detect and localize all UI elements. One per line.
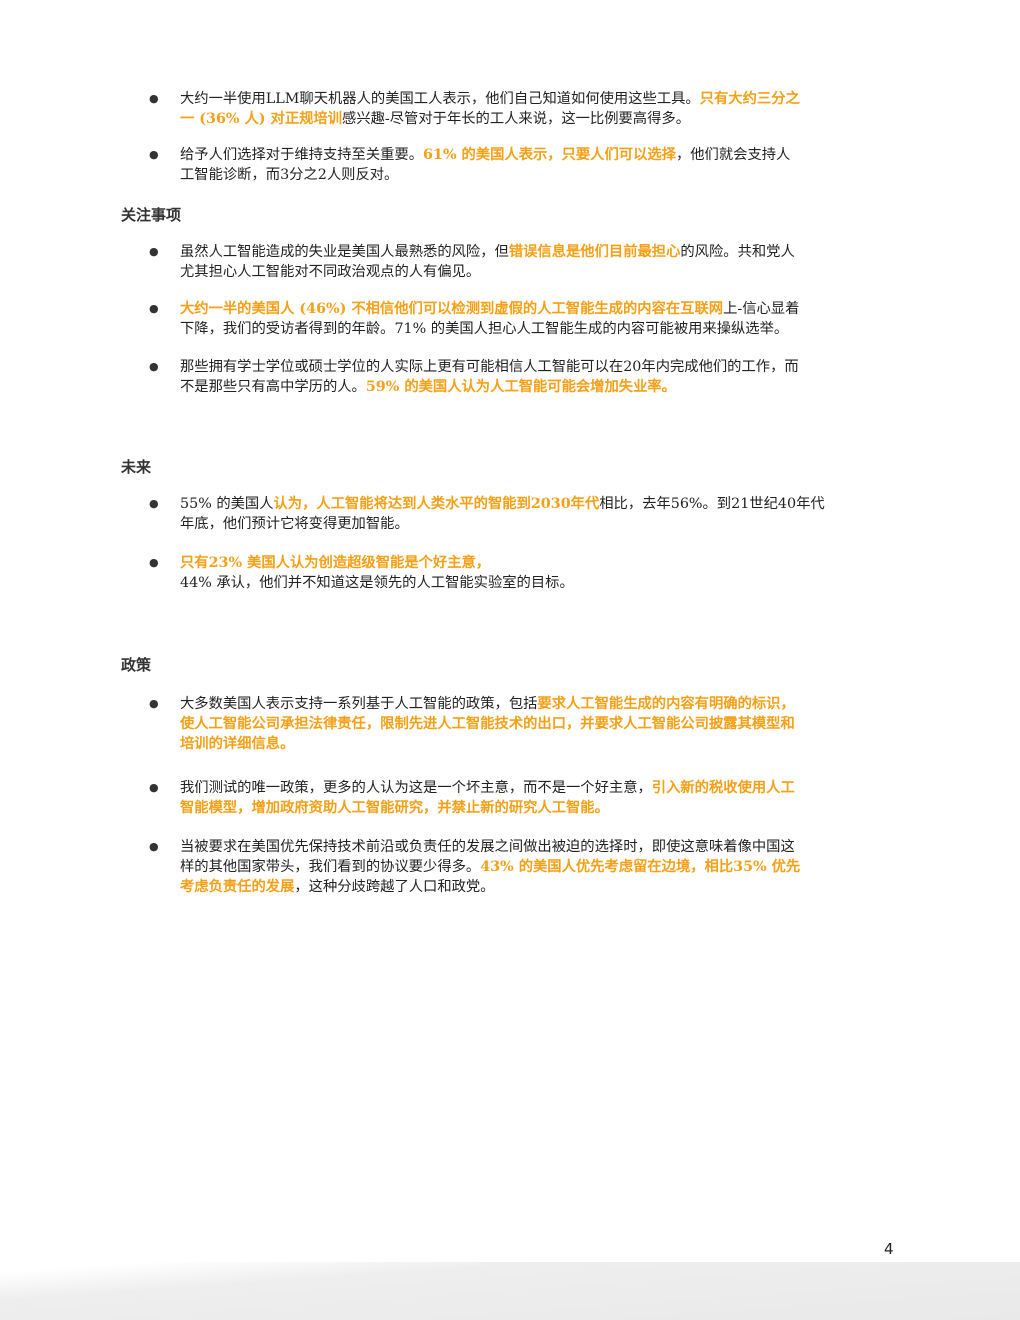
highlighted-text: 大约一半的美国人 (46%) 不相信他们可以检测到虚假的人工智能生成的内容在互联…: [180, 301, 724, 317]
text-line: 我们测试的唯一政策，更多的人认为这是一个坏主意，而不是一个好主意，引入新的税收使…: [180, 778, 902, 798]
body-text: 相比，去年56%。到21世纪40年代: [599, 496, 825, 512]
body-text: 我们测试的唯一政策，更多的人认为这是一个坏主意，而不是一个好主意，: [180, 780, 652, 796]
body-text: 尤其担心人工智能对不同政治观点的人有偏见。: [180, 264, 481, 280]
text-line: 一 (36% 人) 对正规培训感兴趣-尽管对于年长的工人来说，这一比例要高得多。: [180, 109, 902, 129]
body-text: ，他们就会支持人: [675, 147, 791, 163]
highlighted-text: 引入新的税收使用人工: [651, 780, 795, 796]
text-line: 培训的详细信息。: [180, 734, 902, 754]
text-line: 大约一半使用LLM聊天机器人的美国工人表示，他们自己知道如何使用这些工具。只有大…: [180, 89, 902, 109]
body-text: 上-信心显着: [723, 301, 800, 317]
body-text: 当被要求在美国优先保持技术前沿或负责任的发展之间做出被迫的选择时，即使这意味着像…: [180, 839, 795, 855]
body-text: 44% 承认，他们并不知道这是领先的人工智能实验室的目标。: [180, 575, 574, 591]
highlighted-text: 61% 的美国人表示，只要人们可以选择: [423, 147, 676, 163]
text-line: 55% 的美国人认为，人工智能将达到人类水平的智能到2030年代相比，去年56%…: [180, 494, 902, 514]
bullet-item: 虽然人工智能造成的失业是美国人最熟悉的风险，但错误信息是他们目前最担心的风险。共…: [149, 242, 902, 282]
text-line: 样的其他国家带头，我们看到的协议要少得多。43% 的美国人优先考虑留在边境，相比…: [180, 857, 902, 877]
bullet-item: 那些拥有学士学位或硕士学位的人实际上更有可能相信人工智能可以在20年内完成他们的…: [149, 357, 902, 397]
text-line: 只有23% 美国人认为创造超级智能是个好主意，: [180, 553, 902, 573]
body-text: 的风险。共和党人: [680, 244, 795, 260]
page-number: 4: [884, 1240, 894, 1258]
text-line: 44% 承认，他们并不知道这是领先的人工智能实验室的目标。: [180, 573, 902, 593]
body-text: 不是那些只有高中学历的人。: [180, 379, 366, 395]
body-text: 工智能诊断，而3分之2人则反对。: [180, 167, 399, 183]
bullet-item: 当被要求在美国优先保持技术前沿或负责任的发展之间做出被迫的选择时，即使这意味着像…: [149, 837, 902, 897]
body-text: 给予人们选择对于维持支持至关重要。: [180, 147, 424, 163]
bullet-item: 我们测试的唯一政策，更多的人认为这是一个坏主意，而不是一个好主意，引入新的税收使…: [149, 778, 902, 818]
body-text: 年底，他们预计它将变得更加智能。: [180, 516, 409, 532]
text-line: 考虑负责任的发展，这种分歧跨越了人口和政党。: [180, 877, 902, 897]
highlighted-text: 智能模型，增加政府资助人工智能研究，并禁止新的研究人工智能。: [180, 800, 609, 816]
body-text: 大约一半使用LLM聊天机器人的美国工人表示，他们自己知道如何使用这些工具。: [180, 91, 700, 107]
body-text: 那些拥有学士学位或硕士学位的人实际上更有可能相信人工智能可以在20年内完成他们的…: [180, 359, 799, 375]
bullet-item: 大约一半的美国人 (46%) 不相信他们可以检测到虚假的人工智能生成的内容在互联…: [149, 299, 902, 339]
section-heading-policy: 政策: [121, 656, 152, 674]
body-text: ，这种分歧跨越了人口和政党。: [294, 879, 495, 895]
text-line: 不是那些只有高中学历的人。59% 的美国人认为人工智能可能会增加失业率。: [180, 377, 902, 397]
text-line: 大约一半的美国人 (46%) 不相信他们可以检测到虚假的人工智能生成的内容在互联…: [180, 299, 902, 319]
highlighted-text: 考虑负责任的发展: [180, 879, 295, 895]
text-line: 大多数美国人表示支持一系列基于人工智能的政策，包括要求人工智能生成的内容有明确的…: [180, 694, 902, 714]
body-text: 大多数美国人表示支持一系列基于人工智能的政策，包括: [180, 696, 538, 712]
text-line: 工智能诊断，而3分之2人则反对。: [180, 165, 902, 185]
text-line: 智能模型，增加政府资助人工智能研究，并禁止新的研究人工智能。: [180, 798, 902, 818]
text-line: 下降，我们的受访者得到的年龄。71% 的美国人担心人工智能生成的内容可能被用来操…: [180, 319, 902, 339]
bullet-item: 只有23% 美国人认为创造超级智能是个好主意， 44% 承认，他们并不知道这是领先…: [149, 553, 902, 593]
highlighted-text: 使人工智能公司承担法律责任，限制先进人工智能技术的出口，并要求人工智能公司披露其…: [180, 716, 795, 732]
highlighted-text: 只有大约三分之: [699, 91, 800, 107]
text-line: 年底，他们预计它将变得更加智能。: [180, 514, 902, 534]
body-text: 下降，我们的受访者得到的年龄。71% 的美国人担心人工智能生成的内容可能被用来操…: [180, 321, 789, 337]
bullet-item: 55% 的美国人认为，人工智能将达到人类水平的智能到2030年代相比，去年56%…: [149, 494, 902, 534]
highlighted-text: 培训的详细信息。: [180, 736, 295, 752]
body-text: 虽然人工智能造成的失业是美国人最熟悉的风险，但: [180, 244, 509, 260]
highlighted-text: 要求人工智能生成的内容有明确的标识，: [537, 696, 795, 712]
text-line: 给予人们选择对于维持支持至关重要。61% 的美国人表示，只要人们可以选择，他们就…: [180, 145, 902, 165]
text-line: 使人工智能公司承担法律责任，限制先进人工智能技术的出口，并要求人工智能公司披露其…: [180, 714, 902, 734]
highlighted-text: 一 (36% 人) 对正规培训: [180, 111, 343, 127]
footer-band: [0, 1262, 1020, 1320]
highlighted-text: 只有23% 美国人认为创造超级智能是个好主意，: [180, 555, 491, 571]
bullet-item: 大多数美国人表示支持一系列基于人工智能的政策，包括要求人工智能生成的内容有明确的…: [149, 694, 902, 754]
text-line: 尤其担心人工智能对不同政治观点的人有偏见。: [180, 262, 902, 282]
body-text: 感兴趣-尽管对于年长的工人来说，这一比例要高得多。: [342, 111, 690, 127]
text-line: 当被要求在美国优先保持技术前沿或负责任的发展之间做出被迫的选择时，即使这意味着像…: [180, 837, 902, 857]
body-text: 样的其他国家带头，我们看到的协议要少得多。: [180, 859, 481, 875]
bullet-item: 大约一半使用LLM聊天机器人的美国工人表示，他们自己知道如何使用这些工具。只有大…: [149, 89, 902, 129]
highlighted-text: 认为，人工智能将达到人类水平的智能到2030年代: [273, 496, 600, 512]
section-heading-future: 未来: [121, 458, 152, 476]
section-heading-concerns: 关注事项: [121, 206, 182, 224]
bullet-item: 给予人们选择对于维持支持至关重要。61% 的美国人表示，只要人们可以选择，他们就…: [149, 145, 902, 185]
text-line: 那些拥有学士学位或硕士学位的人实际上更有可能相信人工智能可以在20年内完成他们的…: [180, 357, 902, 377]
text-line: 虽然人工智能造成的失业是美国人最熟悉的风险，但错误信息是他们目前最担心的风险。共…: [180, 242, 902, 262]
body-text: 55% 的美国人: [180, 496, 274, 512]
highlighted-text: 59% 的美国人认为人工智能可能会增加失业率。: [365, 379, 676, 395]
highlighted-text: 错误信息是他们目前最担心: [508, 244, 681, 260]
highlighted-text: 43% 的美国人优先考虑留在边境，相比35% 优先: [480, 859, 801, 875]
